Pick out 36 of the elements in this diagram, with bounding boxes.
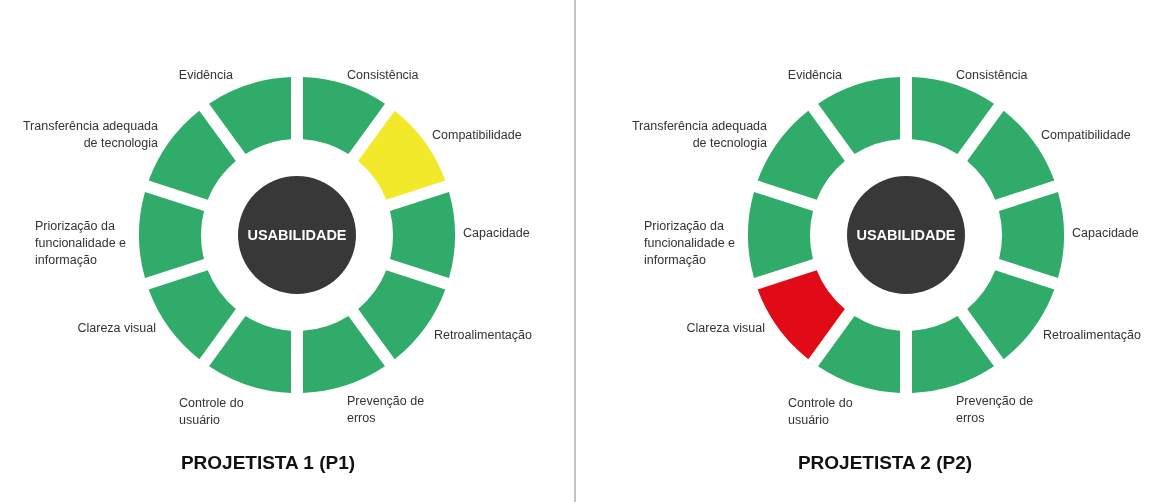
segment-label: Prevenção de erros [956, 393, 1035, 427]
segment-label: Controle do usuário [179, 395, 245, 429]
segment-label: Priorização da funcionalidade e informação [35, 218, 127, 269]
segment-label: Transferência adequada de tecnologia [630, 118, 767, 152]
segment-label: Transferência adequada de tecnologia [21, 118, 158, 152]
segment-label: Controle do usuário [788, 395, 854, 429]
segment-label: Priorização da funcionalidade e informação [644, 218, 736, 269]
segment-label: Retroalimentação [1043, 327, 1141, 344]
ring-segment [209, 316, 291, 393]
panel-title: PROJETISTA 1 (P1) [180, 452, 356, 474]
segment-label: Clareza visual [686, 320, 765, 337]
segment-label: Clareza visual [77, 320, 156, 337]
segment-label: Evidência [787, 67, 842, 84]
ring-segment [818, 77, 900, 154]
segment-label: Compatibilidade [432, 127, 522, 144]
ring-segment [912, 77, 994, 154]
segment-label: Compatibilidade [1041, 127, 1131, 144]
ring-segment [999, 191, 1064, 279]
segment-label: Retroalimentação [434, 327, 532, 344]
ring-segment [139, 191, 204, 279]
ring-segment [818, 316, 900, 393]
segment-label: Evidência [178, 67, 233, 84]
ring-segment [748, 191, 813, 279]
segment-label: Prevenção de erros [347, 393, 426, 427]
segment-label: Consistência [956, 67, 1028, 84]
segment-label: Capacidade [463, 225, 530, 242]
ring-segment [912, 316, 994, 393]
segment-label: Consistência [347, 67, 419, 84]
ring-segment [390, 191, 455, 279]
center-label: USABILIDADE [247, 227, 347, 243]
ring-segment [303, 77, 385, 154]
panel-title: PROJETISTA 2 (P2) [797, 452, 973, 474]
ring-segment [303, 316, 385, 393]
ring-segment [209, 77, 291, 154]
segment-label: Capacidade [1072, 225, 1139, 242]
center-label: USABILIDADE [856, 227, 956, 243]
